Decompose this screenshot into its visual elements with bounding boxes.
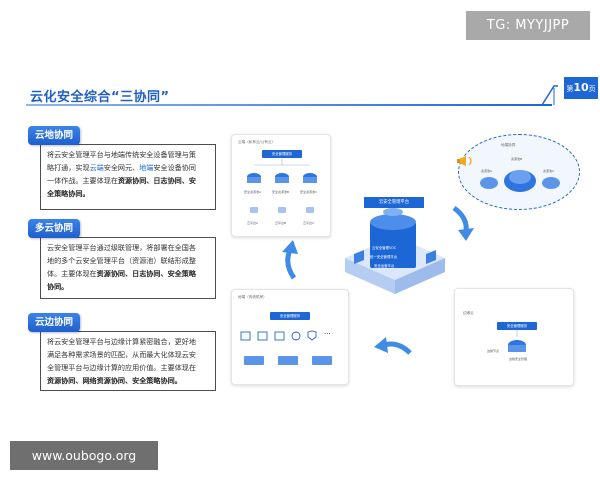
title-rule — [26, 104, 552, 106]
card-line: 将云安全管理平台与边缘计算紧密融合，更好地 — [47, 337, 196, 346]
card-highlight: 云端 — [89, 163, 104, 172]
card-line: 全策略协同。 — [47, 187, 211, 200]
diagram-cloud-ring: 地端协同 资源池A 资源池B 资源池C — [458, 134, 580, 210]
card-bold-text: 全策略协同。 — [47, 189, 90, 198]
node-label: 安全资源池A — [244, 190, 262, 194]
card-line: 将云安全管理平台与地端传统安全设备管理与策 — [47, 150, 196, 159]
card-tab-multi-cloud: 多云协同 — [28, 219, 80, 238]
panel-head: 安全管理服务 — [262, 150, 302, 158]
card-tab-cloud-edge: 云边协同 — [28, 313, 80, 332]
panel-label: 云端（私有云/公有云） — [238, 140, 276, 144]
card-multi-cloud: 云安全管理平台通过级联管理，将部署在全国各 地的多个云安全管理平台（资源池）联结… — [40, 237, 216, 299]
panel-label: 地端协同 — [501, 143, 516, 147]
card-line: 全管理平台与边缘计算的应用价值。主要体现在 — [47, 363, 196, 372]
card-text: 一体作战。主要体现在 — [47, 176, 118, 185]
card-tab-cloud-ground: 云地协同 — [28, 126, 80, 145]
node-label: 云平台B — [275, 221, 287, 225]
flow-arrow-down-icon — [452, 206, 474, 241]
cloud-resource-icons — [247, 159, 317, 213]
platform-row: 安全运营平台 — [374, 264, 395, 268]
diagram-panel-cloud: 云端（私有云/公有云） 安全管理服务 安全资源池A 安全资源池B 安全资源池C … — [231, 134, 331, 237]
platform-row: 统一安全管理平台 — [370, 255, 398, 259]
ground-device-icons — [240, 330, 332, 365]
page-title: 云化安全综合“三协同” — [30, 90, 170, 105]
central-platform-illustration — [345, 208, 445, 294]
card-line: 一体作战。主要体现在资源协同、日志协同、安 — [47, 174, 211, 187]
node-label: 边缘安全管理 — [509, 357, 528, 361]
page-prefix: 第 — [566, 85, 574, 93]
card-line: 满足各种需求场景的匹配，从而最大化体现云安 — [47, 350, 196, 359]
card-line: 资源协同、网络资源协同、安全策略协同。 — [47, 374, 211, 387]
card-bold-text: 协同。 — [47, 282, 69, 291]
node-label: 边缘节点 — [487, 349, 500, 353]
megaphone-icon — [457, 156, 472, 166]
panel-label: 地端（传统机房） — [238, 295, 267, 299]
card-line: 云安全管理平台通过级联管理，将部署在全国各 — [47, 243, 196, 252]
node-label: 云平台C — [303, 221, 315, 225]
card-text: 略打通，实现 — [47, 163, 90, 172]
node-label: 安全资源池C — [300, 190, 318, 194]
card-line: 略打通，实现云端安全网元、地端安全设备协同 — [47, 161, 211, 174]
diagram-panel-edge: 边缘云 安全管理服务 边缘节点 边缘安全管理 — [454, 288, 574, 386]
header-corner-decoration — [542, 85, 558, 106]
panel-head: 安全管理服务 — [270, 312, 310, 320]
page-number-badge: 第10页 — [564, 77, 598, 99]
node-label: 资源池B — [511, 157, 523, 161]
edge-node-icon — [508, 330, 526, 352]
watermark-bottom: www.oubogo.org — [10, 441, 158, 470]
card-text: 安全网元、 — [103, 163, 140, 172]
card-line: 协同。 — [47, 280, 211, 293]
card-cloud-ground: 将云安全管理平台与地端传统安全设备管理与策 略打通，实现云端安全网元、地端安全设… — [40, 144, 216, 210]
flow-arrow-left-icon — [374, 337, 412, 355]
node-label: 资源池C — [543, 169, 555, 173]
panel-label: 边缘云 — [463, 311, 474, 315]
flow-arrow-up-icon — [282, 240, 298, 280]
watermark-top: TG: MYYJJPP — [466, 11, 590, 40]
card-bold-text: 资源协同、日志协同、安全策略 — [96, 269, 196, 278]
cloud-cluster-icon — [480, 170, 560, 192]
card-line: 体。主要体现在资源协同、日志协同、安全策略 — [47, 267, 211, 280]
card-cloud-edge: 将云安全管理平台与边缘计算紧密融合，更好地 满足各种需求场景的匹配，从而最大化体… — [40, 331, 216, 391]
central-platform-label: 云安全管理平台 — [364, 197, 424, 208]
page-suffix: 页 — [588, 85, 596, 93]
node-label: 安全资源池B — [272, 190, 290, 194]
page-number: 10 — [573, 81, 589, 94]
card-text: 安全设备协同 — [153, 163, 196, 172]
platform-row: 云安全管理SOC — [372, 246, 397, 250]
node-label: 资源池A — [481, 169, 493, 173]
card-bold-text: 资源协同、网络资源协同、安全策略协同。 — [47, 376, 182, 385]
panel-head: 安全管理服务 — [497, 322, 537, 330]
node-label: 云平台A — [247, 221, 259, 225]
card-bold-text: 资源协同、日志协同、安 — [117, 176, 196, 185]
card-highlight: 地端 — [139, 163, 154, 172]
diagram-panel-ground: 地端（传统机房） 安全管理服务 ··· — [231, 289, 349, 385]
card-line: 地的多个云安全管理平台（资源池）联结形成整 — [47, 256, 196, 265]
more-indicator: ··· — [324, 330, 331, 338]
card-text: 体。主要体现在 — [47, 269, 97, 278]
